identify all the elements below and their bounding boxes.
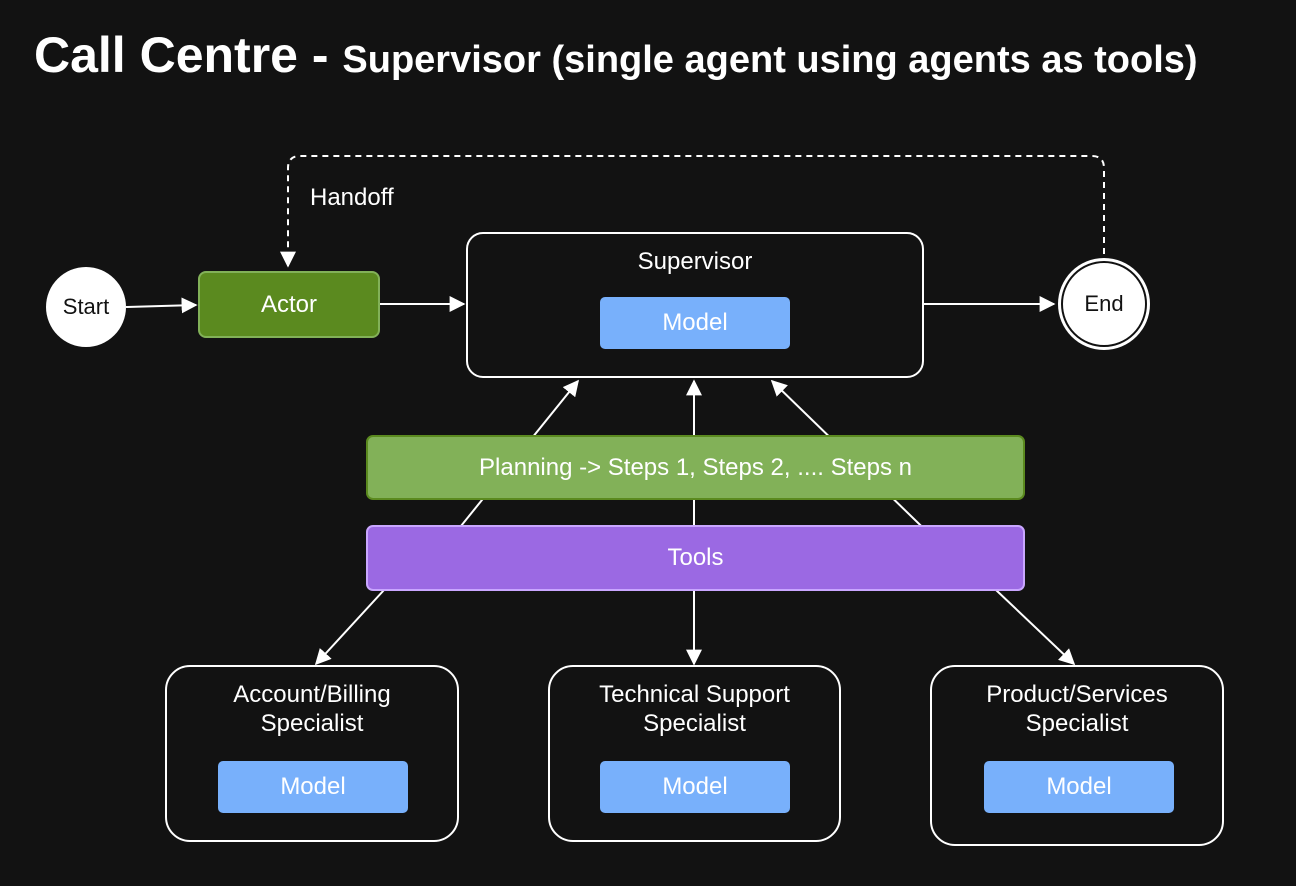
end-node-ring: [1061, 261, 1147, 347]
technical-specialist-label: Technical Support Specialist: [549, 681, 840, 739]
billing-model-label: Model: [280, 773, 346, 800]
actor-label: Actor: [260, 290, 317, 318]
planning-bar: [366, 435, 1025, 500]
technical-title-line1: Technical Support: [599, 681, 790, 708]
diagram-title: Call Centre - Supervisor (single agent u…: [34, 30, 1198, 80]
product-model-label: Model: [1046, 773, 1112, 800]
billing-specialist-label: Account/Billing Specialist: [166, 681, 458, 739]
title-subtitle: Supervisor (single agent using agents as…: [342, 39, 1198, 81]
edge-start-actor: [125, 297, 198, 314]
edge-tools-billing: [314, 589, 385, 666]
tools-bar: [366, 525, 1025, 591]
technical-title-line2: Specialist: [643, 709, 746, 737]
technical-model: [600, 761, 790, 813]
tools-label: Tools: [667, 544, 724, 571]
handoff-edge: [280, 155, 1105, 268]
actor-node: [198, 271, 380, 338]
billing-title-line1: Account/Billing: [233, 681, 391, 708]
supervisor-model: [600, 297, 790, 349]
product-title-line1: Product/Services: [986, 681, 1168, 708]
start-node: [46, 267, 126, 347]
end-node: [1058, 258, 1150, 350]
end-label: End: [1084, 291, 1124, 316]
supervisor-label: Supervisor: [637, 248, 753, 275]
product-specialist-label: Product/Services Specialist: [931, 681, 1223, 739]
product-model: [984, 761, 1174, 813]
billing-model: [218, 761, 408, 813]
billing-title-line2: Specialist: [260, 709, 364, 737]
supervisor-model-label: Model: [662, 309, 728, 336]
product-title-line2: Specialist: [1025, 709, 1129, 737]
handoff-label: Handoff: [310, 184, 394, 211]
technical-model-label: Model: [662, 773, 728, 800]
edge-tools-product: [995, 589, 1076, 666]
title-main: Call Centre -: [34, 27, 343, 83]
start-label: Start: [62, 294, 110, 319]
planning-label: Planning -> Steps 1, Steps 2, .... Steps…: [479, 453, 912, 481]
